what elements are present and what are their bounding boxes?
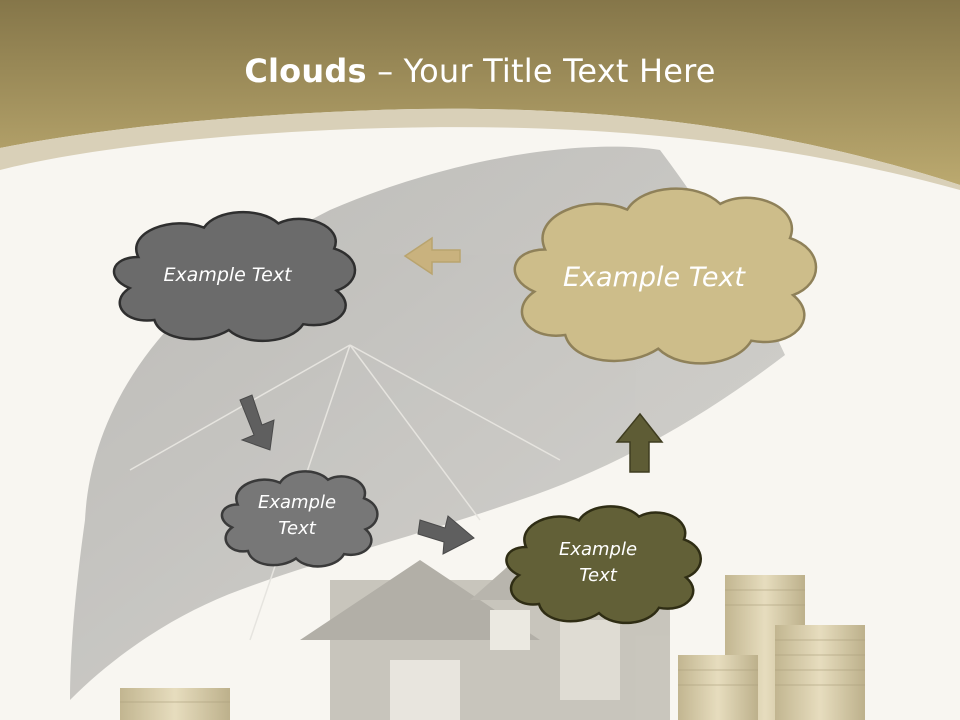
header-band [0,0,960,190]
cloud-text-3: Example Text [257,492,337,540]
cloud-text-4: Example Text [558,539,638,587]
arrow-up-icon [615,412,664,473]
arrow-down-icon [239,394,275,451]
cloud-shape-2 [515,189,816,364]
arrow-right-icon [417,515,475,555]
cloud-text-1: Example Text [163,264,292,286]
cloud-shape-3 [222,471,377,566]
title-bold: Clouds [244,52,367,90]
house-photo [300,520,690,720]
slide-title: Clouds – Your Title Text Here [0,52,960,90]
coin-stacks [120,575,865,720]
title-rest: Your Title Text Here [403,52,716,90]
cloud-shape-1 [114,212,355,341]
title-dash: – [366,52,404,90]
cloud-shape-4 [506,506,700,622]
arrow-left-icon [403,236,461,276]
cloud-text-2: Example Text [562,262,746,293]
